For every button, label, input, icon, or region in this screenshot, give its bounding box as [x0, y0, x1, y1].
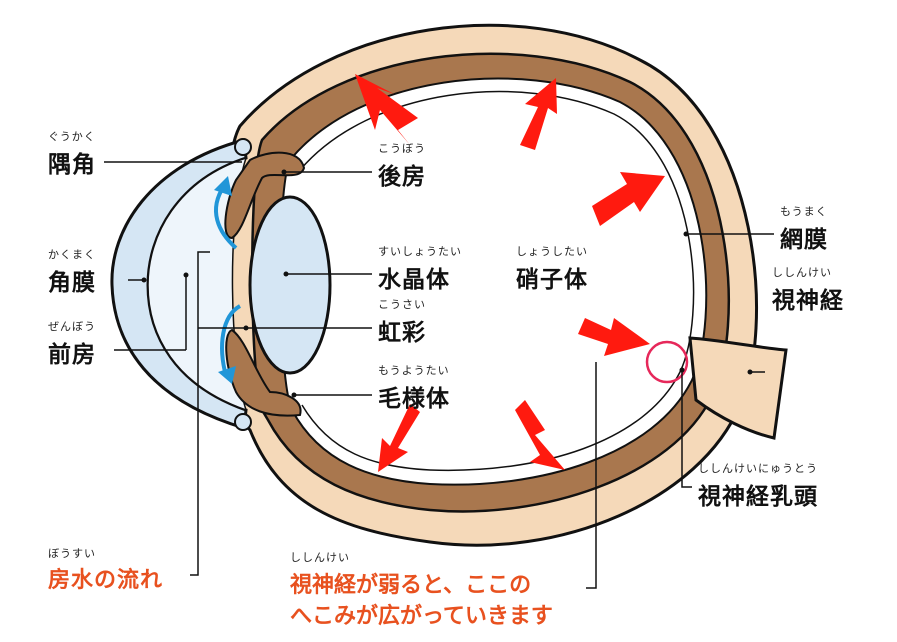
label-shoushitai: しょうしたい 硝子体 [516, 243, 588, 294]
term: 房水の流れ [48, 568, 164, 593]
note-ruby: ししんけい [290, 551, 350, 564]
ruby: ししんけい [772, 266, 832, 279]
label-nyuutou: ししんけいにゅうとう 視神経乳頭 [698, 460, 818, 511]
term: 硝子体 [516, 267, 588, 293]
term: 網膜 [780, 227, 828, 253]
term: 水晶体 [378, 267, 450, 293]
ruby: もうまく [780, 205, 828, 218]
term: 毛様体 [378, 386, 450, 412]
optic-note: ししんけい [290, 549, 350, 566]
arrow-1 [355, 74, 418, 145]
ruby: すいしょうたい [378, 245, 462, 258]
label-zenbou: ぜんぼう 前房 [48, 318, 96, 369]
ruby: ぐうかく [48, 130, 96, 143]
arrow-4 [578, 318, 650, 356]
label-suishoutai: すいしょうたい 水晶体 [378, 243, 462, 294]
optic-nerve [688, 336, 788, 440]
ruby: もうようたい [378, 364, 450, 377]
label-bousui: ぼうすい 房水の流れ [48, 545, 163, 594]
arrow-5 [378, 404, 420, 472]
label-guukaku: ぐうかく 隅角 [48, 128, 96, 179]
retina-line [299, 90, 695, 472]
ruby: ぜんぼう [48, 320, 96, 333]
lens [248, 195, 332, 375]
label-koubou: こうぼう 後房 [378, 140, 426, 191]
term: 虹彩 [378, 320, 426, 346]
term: 視神経 [772, 288, 844, 314]
label-kakumaku: かくまく 角膜 [48, 246, 96, 297]
term: 視神経乳頭 [698, 484, 818, 510]
ruby: ぼうすい [48, 547, 96, 560]
ruby: かくまく [48, 248, 96, 261]
arrow-3 [592, 172, 665, 226]
term: 角膜 [48, 270, 96, 296]
label-mouyoutai: もうようたい 毛様体 [378, 362, 450, 413]
note-line-1: 視神経が弱ると、ここの [290, 573, 532, 598]
ruby: こうさい [378, 298, 426, 311]
leader-lines [104, 161, 774, 589]
arrow-2 [520, 78, 557, 150]
pressure-arrows [355, 74, 665, 472]
vitreous [279, 77, 708, 486]
label-shishinkei: ししんけい 視神経 [772, 264, 844, 315]
aqueous-flow-lower [220, 304, 242, 377]
label-kousai: こうさい 虹彩 [378, 296, 426, 347]
note-line-2: へこみが広がっていきます [290, 604, 553, 629]
optic-disc-circle [645, 340, 689, 384]
term: 後房 [378, 164, 426, 190]
ruby: ししんけいにゅうとう [698, 462, 818, 475]
ruby: こうぼう [378, 142, 426, 155]
term: 前房 [48, 342, 96, 368]
arrow-6 [515, 400, 565, 470]
label-moumaku: もうまく 網膜 [780, 203, 828, 254]
aqueous-flow-upper [214, 184, 238, 250]
ruby: しょうしたい [516, 245, 588, 258]
term: 隅角 [48, 152, 96, 178]
